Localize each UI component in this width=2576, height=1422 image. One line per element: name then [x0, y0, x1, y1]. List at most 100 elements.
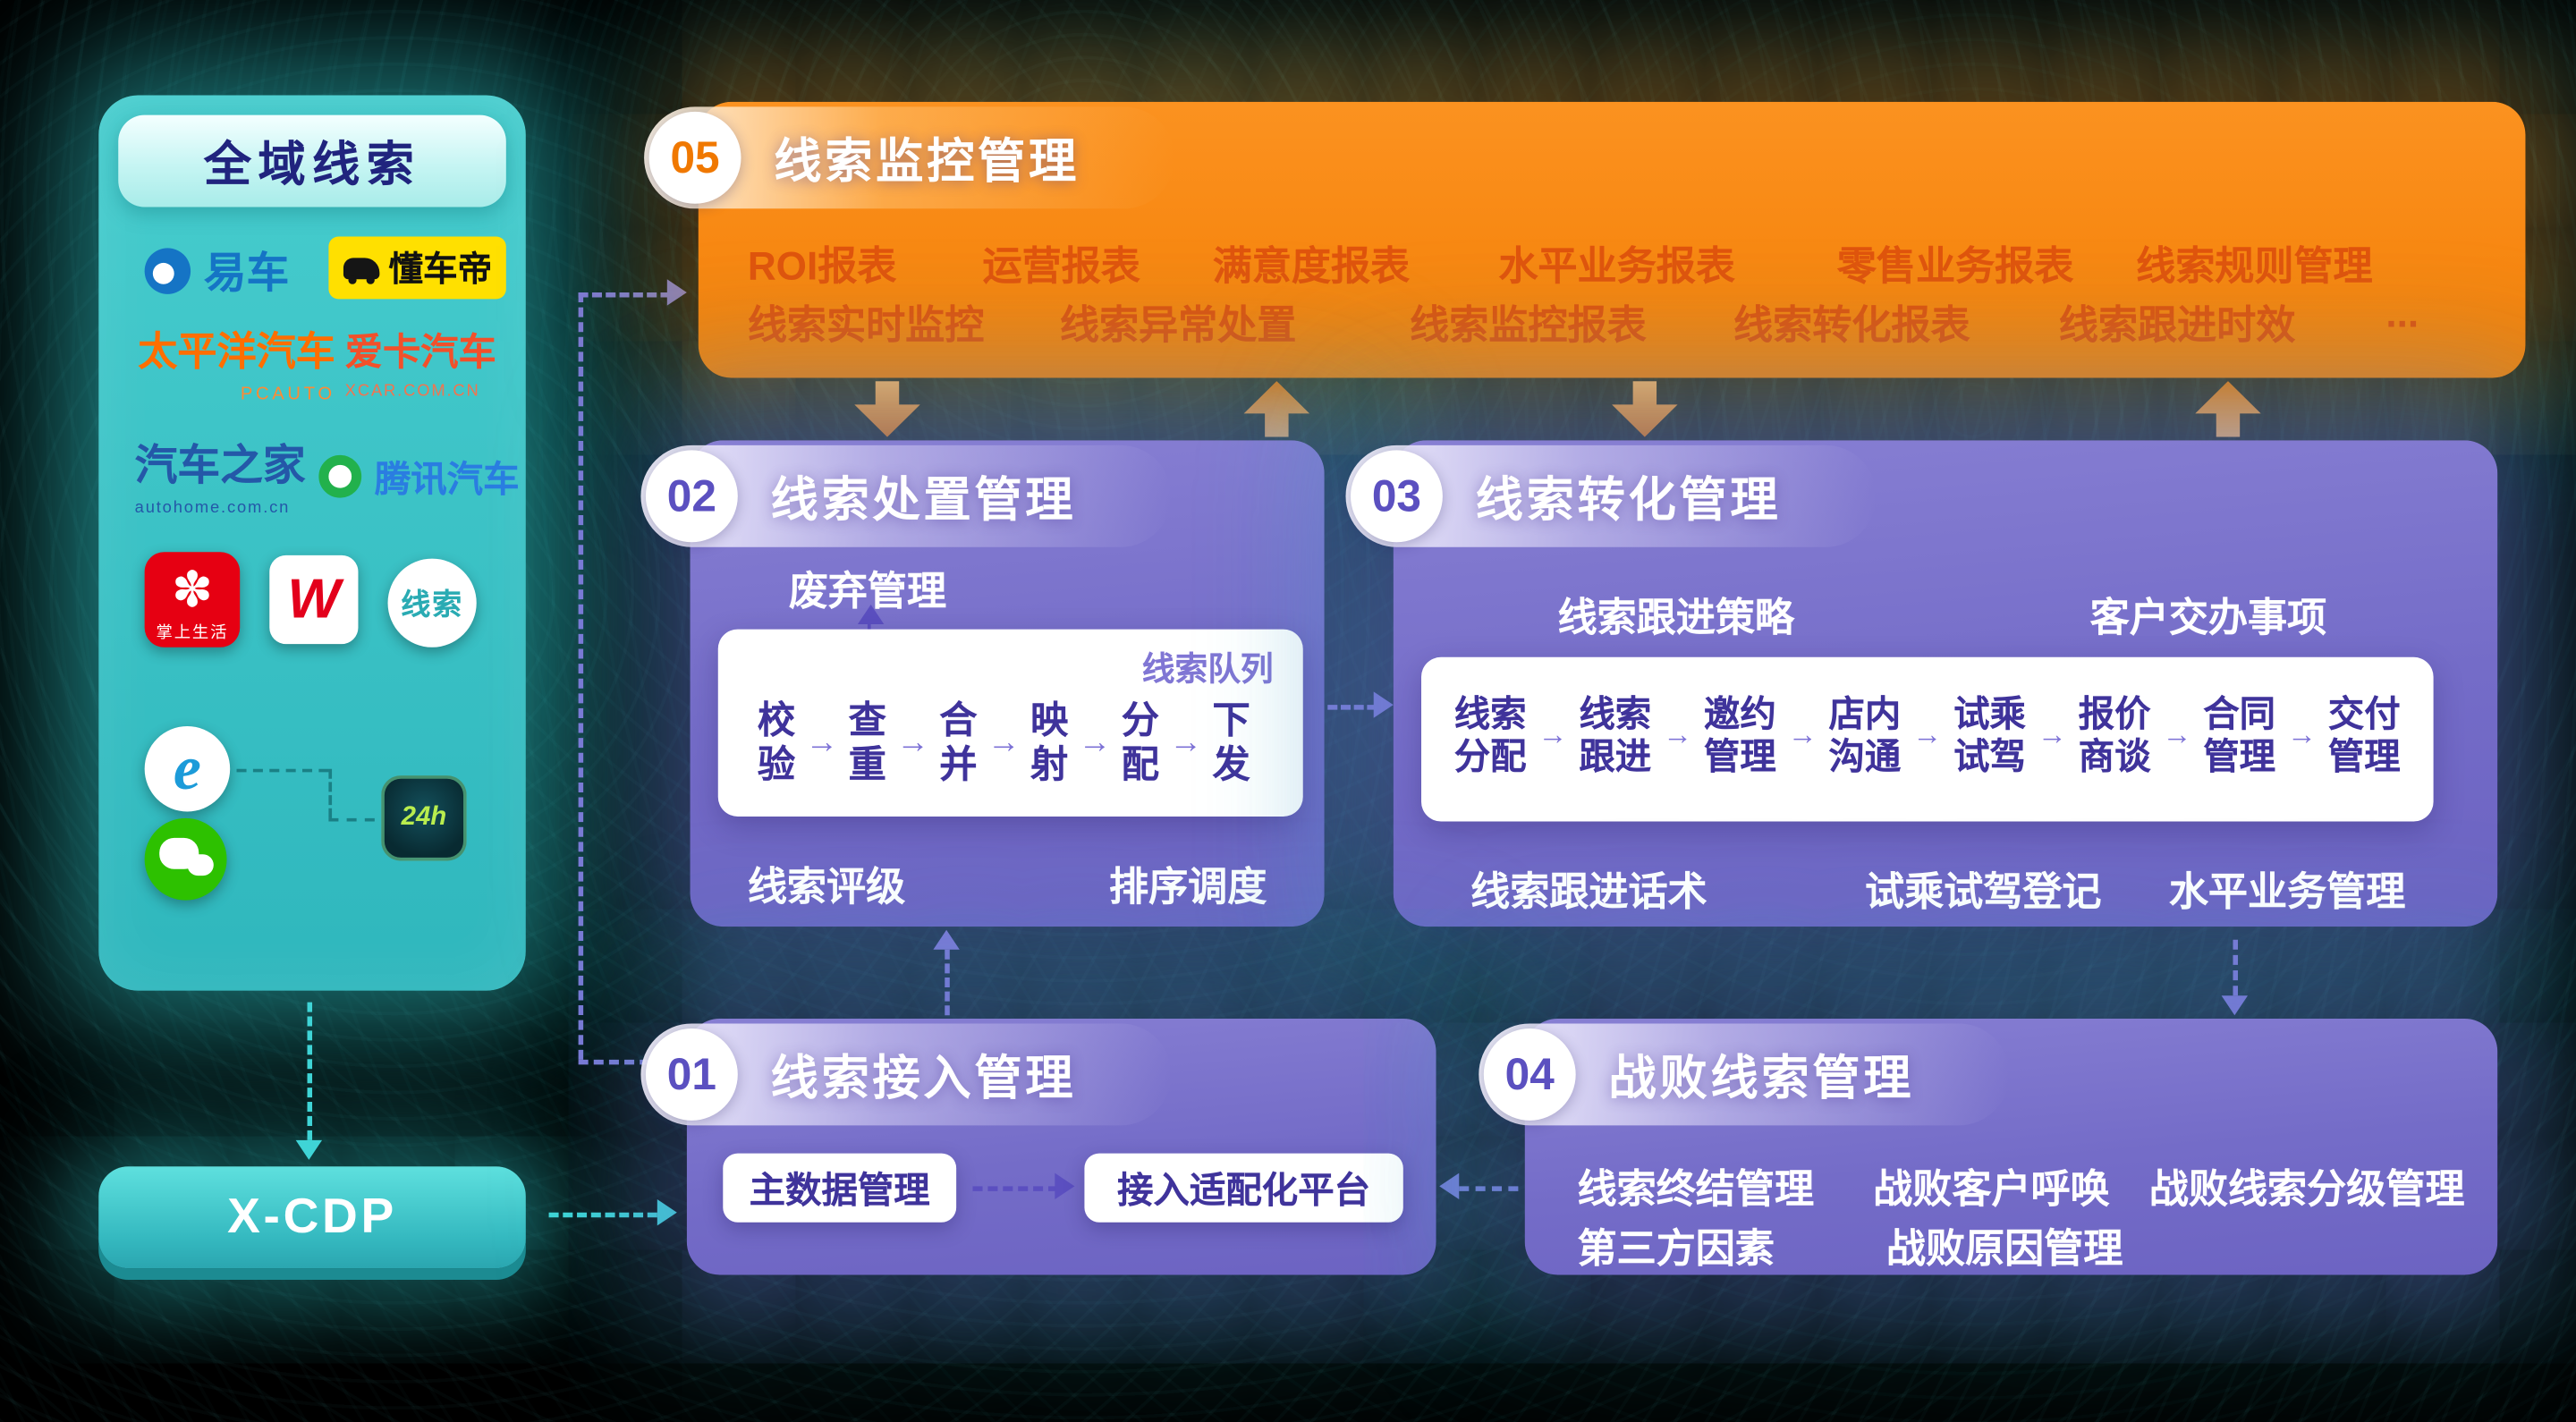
block05-number-badge: 05: [648, 111, 741, 204]
wechat-icon: [144, 817, 227, 901]
step-arrow-icon: →: [987, 724, 1021, 760]
connector-line: [945, 949, 950, 1016]
step-item: 邀约 管理: [1703, 693, 1776, 777]
block05-header: 05 线索监控管理: [644, 106, 1175, 209]
zhangshang-flower-icon: ✽ 掌上生活: [144, 552, 241, 648]
report-item: 线索转化报表: [1733, 303, 1970, 349]
step-item: 交付 管理: [2327, 693, 2401, 777]
step-arrow-icon: →: [1663, 718, 1693, 752]
xiansuo-circle-icon: 线索: [387, 558, 477, 648]
block01-title: 线索接入管理: [770, 1053, 1077, 1106]
connector-line: [578, 292, 671, 298]
connector-line: [578, 292, 584, 1060]
step-arrow-icon: →: [896, 724, 929, 760]
report-item: ...: [2385, 292, 2419, 337]
arrow-right-icon: [666, 279, 687, 306]
logo-xiansuo: 线索: [387, 558, 477, 648]
logo-xcar: 爱卡汽车 XCAR.COM.CN: [345, 332, 496, 402]
yiche-label: 易车: [203, 248, 290, 298]
step-arrow-icon: →: [2162, 718, 2192, 752]
block03-number-badge: 03: [1351, 450, 1443, 543]
horizontal-business-label: 水平业务管理: [2168, 870, 2406, 916]
connector-line: [578, 1059, 681, 1065]
thirdparty-factor-label: 第三方因素: [1577, 1227, 1775, 1272]
sidebar-title: 全域线索: [118, 114, 506, 207]
connector-line: [236, 768, 329, 773]
pcauto-label: 太平洋汽车: [138, 330, 335, 375]
step-item: 查 重: [848, 698, 886, 786]
step-item: 合同 管理: [2203, 693, 2276, 777]
arrow-right-icon: [1373, 691, 1394, 718]
w-media-icon: W: [269, 554, 359, 645]
flow-arrow-down-icon: [1612, 381, 1678, 437]
xcar-label: 爱卡汽车: [344, 330, 496, 373]
step-item: 线索 跟进: [1579, 693, 1652, 777]
logo-hotline-24h: 24h: [381, 775, 467, 861]
report-item: 线索规则管理: [2136, 244, 2373, 290]
connector-line: [328, 817, 375, 822]
block05-title: 线索监控管理: [774, 136, 1080, 190]
report-item: 水平业务报表: [1498, 244, 1735, 290]
tencent-auto-icon: [318, 454, 362, 498]
step-item: 合 并: [939, 698, 978, 786]
arrow-left-icon: [1439, 1172, 1460, 1200]
block02-title: 线索处置管理: [770, 474, 1077, 528]
step-arrow-icon: →: [1538, 718, 1568, 752]
connector-line: [307, 1002, 313, 1140]
arrow-down-icon: [295, 1139, 323, 1160]
block02-number-badge: 02: [645, 450, 738, 543]
step-arrow-icon: →: [805, 724, 839, 760]
logo-wechat: [144, 817, 227, 901]
flower-glyph: ✽: [171, 563, 214, 618]
block-05-lead-monitoring: 05 线索监控管理 ROI报表 运营报表 满意度报表 水平业务报表 零售业务报表…: [644, 101, 2526, 378]
sidebar-omni-leads: 全域线索 易车 懂车帝 太平洋汽车 PCAUTO 爱卡汽车 XCAR.COM.C…: [98, 95, 526, 991]
report-item: 线索跟进时效: [2058, 303, 2296, 349]
lead-queue-box: 线索队列 校 验 → 查 重 → 合 并 → 映 射 → 分 配 → 下 发: [717, 629, 1303, 817]
logo-internet-explorer: e: [144, 725, 231, 812]
lost-customer-recall-label: 战败客户呼唤: [1873, 1168, 2110, 1213]
hotline-24h-icon: 24h: [381, 775, 467, 861]
lead-rating-label: 线索评级: [747, 866, 906, 910]
wechat-bubble-icon: [187, 854, 214, 876]
connector-line: [548, 1212, 657, 1218]
block01-number-badge: 01: [645, 1028, 738, 1121]
report-item: ROI报表: [747, 244, 897, 290]
report-item: 满意度报表: [1212, 244, 1411, 290]
connector-line: [1459, 1186, 1519, 1191]
report-item: 线索监控报表: [1410, 303, 1647, 349]
xcar-sub: XCAR.COM.CN: [344, 383, 480, 402]
arrow-right-icon: [657, 1199, 677, 1226]
step-arrow-icon: →: [1078, 724, 1112, 760]
followup-strategy-label: 线索跟进策略: [1557, 596, 1795, 641]
logo-dongchedi: 懂车帝: [328, 236, 506, 300]
conversion-steps-box: 线索 分配 → 线索 跟进 → 邀约 管理 → 店内 沟通 → 试乘 试驾 → …: [1421, 656, 2434, 822]
step-item: 分 配: [1121, 698, 1160, 786]
tencent-auto-label: 腾讯汽车: [374, 458, 520, 500]
access-adapter-box: 接入适配化平台: [1084, 1153, 1403, 1223]
customer-task-label: 客户交办事项: [2089, 596, 2327, 641]
step-arrow-icon: →: [1169, 724, 1203, 760]
followup-script-label: 线索跟进话术: [1470, 870, 1707, 916]
yiche-icon: [144, 247, 191, 293]
step-item: 报价 商谈: [2078, 693, 2151, 777]
flow-arrow-down-icon: [854, 381, 920, 437]
connector-line: [2233, 939, 2238, 996]
arrow-up-icon: [857, 605, 885, 625]
block03-header: 03 线索转化管理: [1345, 444, 1877, 547]
logo-w-media: W: [269, 554, 359, 645]
dongchedi-badge: 懂车帝: [328, 236, 506, 300]
block-01-lead-access: 01 线索接入管理 主数据管理 接入适配化平台: [640, 1018, 1436, 1275]
connector-line: [1327, 705, 1377, 710]
conversion-steps: 线索 分配 → 线索 跟进 → 邀约 管理 → 店内 沟通 → 试乘 试驾 → …: [1454, 693, 2401, 778]
autohome-label: 汽车之家: [134, 440, 306, 490]
block01-header: 01 线索接入管理: [640, 1023, 1172, 1126]
report-item: 线索实时监控: [747, 303, 985, 349]
xcdp-module: X-CDP: [98, 1166, 526, 1269]
step-arrow-icon: →: [2286, 718, 2317, 752]
logo-tencent-auto: 腾讯汽车: [318, 450, 520, 503]
report-item: 运营报表: [982, 244, 1140, 290]
block02-header: 02 线索处置管理: [640, 444, 1172, 547]
logo-yiche: 易车: [144, 240, 290, 300]
testdrive-registration-label: 试乘试驾登记: [1864, 870, 2102, 916]
ie-icon: e: [144, 725, 231, 812]
